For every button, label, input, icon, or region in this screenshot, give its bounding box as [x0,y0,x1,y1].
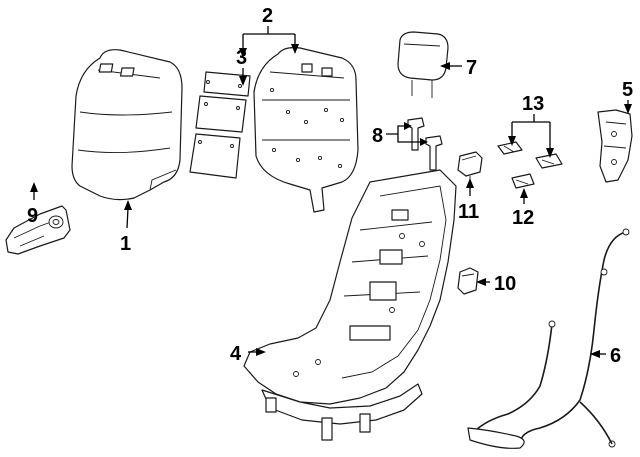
callout-12: 12 [512,207,534,229]
part-10-clip [457,267,479,295]
callout-13: 13 [522,93,544,115]
callout-2: 2 [262,5,273,27]
callout-8: 8 [372,125,383,147]
part-6-release-cable [467,228,630,449]
part-3-back-pads [189,71,251,179]
callout-5: 5 [622,79,633,101]
callout-9: 9 [27,205,38,227]
callout-leaders [30,26,632,358]
callout-10: 10 [494,273,516,295]
part-12-clip [511,173,535,189]
part-1-seat-back-cover [71,49,183,201]
part-7-headrest [397,31,449,98]
callout-1: 1 [120,233,131,255]
callout-4: 4 [230,343,242,365]
part-9-armrest-bracket [5,205,71,255]
callout-11: 11 [458,201,479,223]
part-4-seat-frame [243,169,457,441]
part-13-clips [497,141,563,169]
part-5-side-cover [597,109,633,183]
callout-3: 3 [236,47,247,69]
callout-7: 7 [466,57,477,79]
part-8-headrest-guides [407,117,443,171]
callout-6: 6 [610,345,621,367]
part-2-seat-back-frame [253,47,359,213]
